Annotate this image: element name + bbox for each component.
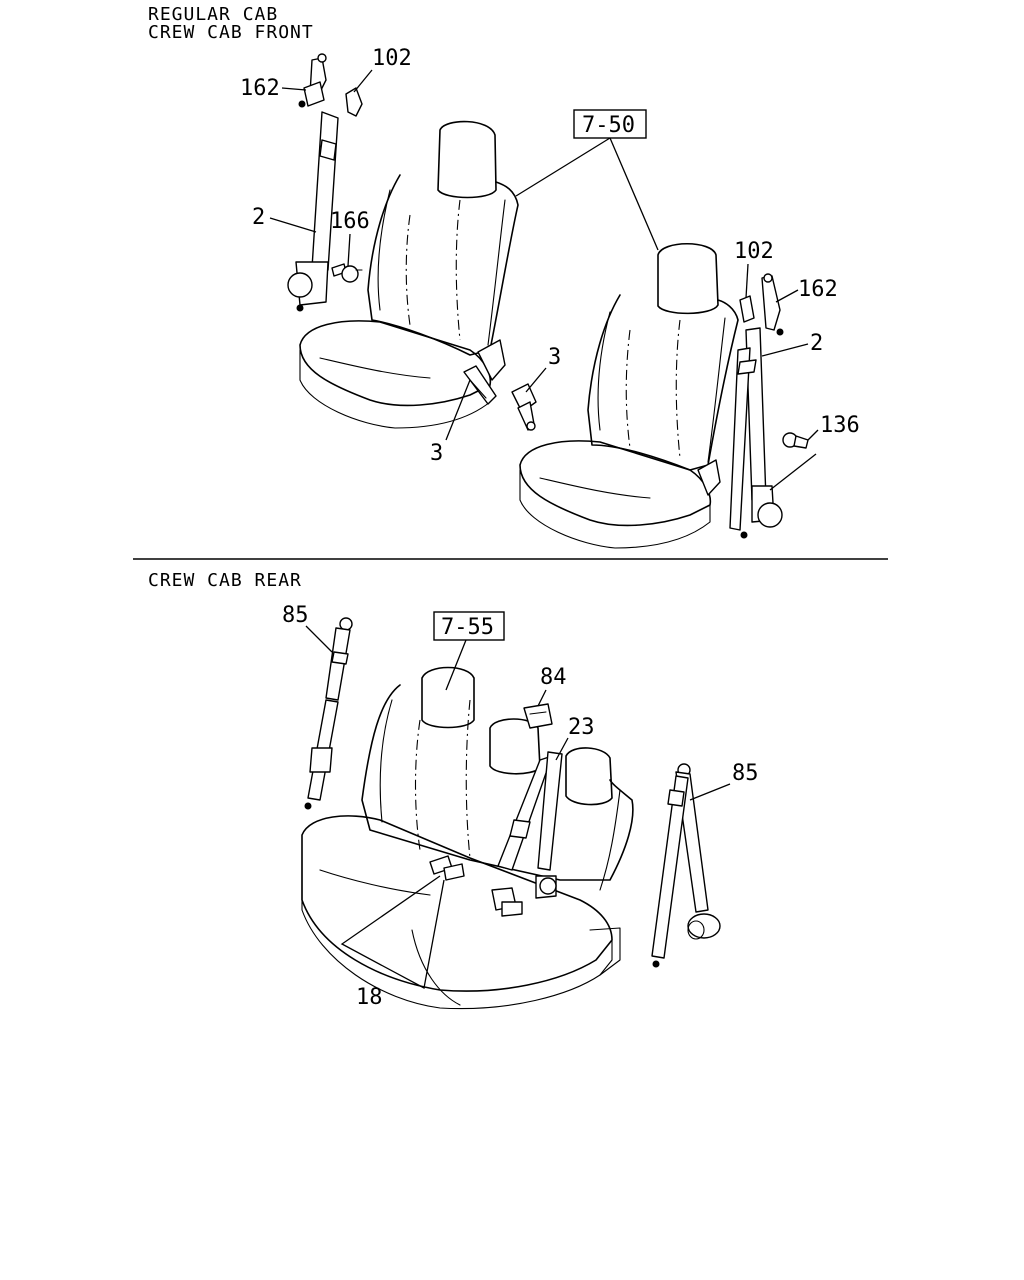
callout-23: 23 bbox=[568, 715, 595, 740]
section-title-regular-cab: REGULAR CAB bbox=[148, 4, 278, 25]
rear-buckles-18 bbox=[429, 855, 465, 881]
ref-label-7-50: 7-50 bbox=[582, 113, 635, 138]
callout-162-right: 162 bbox=[798, 277, 838, 302]
section-title-crew-cab-front: CREW CAB FRONT bbox=[148, 22, 314, 43]
callout-85-left: 85 bbox=[282, 603, 309, 628]
bottom-callouts: 85 84 23 85 18 bbox=[282, 603, 759, 1010]
rear-center-seat-belt-23 bbox=[491, 751, 563, 917]
rear-left-seat-belt-85 bbox=[304, 617, 353, 810]
callout-102-right: 102 bbox=[734, 239, 774, 264]
buckle-3-left bbox=[463, 365, 497, 405]
front-seat-left bbox=[299, 120, 519, 429]
ref-box-7-50: 7-50 bbox=[515, 109, 659, 251]
callout-3-lower: 3 bbox=[430, 441, 443, 466]
bolt-166 bbox=[331, 263, 363, 283]
callout-84: 84 bbox=[540, 665, 567, 690]
buckle-3-right bbox=[511, 383, 537, 431]
bolt-136 bbox=[782, 432, 809, 449]
callout-3-upper: 3 bbox=[548, 345, 561, 370]
top-callouts: 162 102 2 166 3 3 102 162 2 136 bbox=[240, 46, 860, 491]
section-title-crew-cab-rear: CREW CAB REAR bbox=[148, 570, 302, 591]
ref-label-7-55: 7-55 bbox=[441, 615, 494, 640]
callout-2-left: 2 bbox=[252, 205, 265, 230]
callout-162-left: 162 bbox=[240, 76, 280, 101]
front-right-seat-belt bbox=[729, 273, 784, 539]
rear-right-seat-belt-85 bbox=[651, 763, 721, 968]
callout-136: 136 bbox=[820, 413, 860, 438]
callout-102-left: 102 bbox=[372, 46, 412, 71]
ref-box-7-55: 7-55 bbox=[433, 611, 505, 691]
label-84 bbox=[523, 703, 553, 729]
front-seat-right bbox=[519, 242, 739, 549]
rear-bench-seat bbox=[301, 666, 634, 1010]
front-left-seat-belt bbox=[287, 53, 363, 312]
callout-166: 166 bbox=[330, 209, 370, 234]
callout-85-right: 85 bbox=[732, 761, 759, 786]
callout-2-right: 2 bbox=[810, 331, 823, 356]
callout-18: 18 bbox=[356, 985, 383, 1010]
